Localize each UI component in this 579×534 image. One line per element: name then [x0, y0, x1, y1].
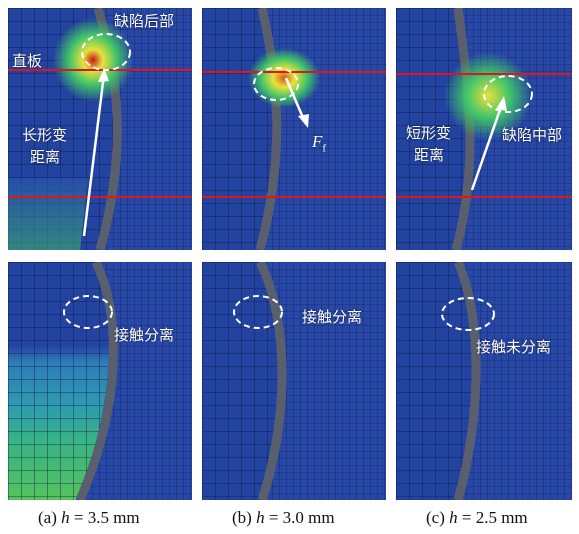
panel-c-bottom: 接触未分离 [396, 262, 572, 500]
mesh-a-top [8, 8, 192, 250]
mesh-c-bottom [396, 262, 572, 500]
panel-a-top: 直板 缺陷后部 长形变 距离 [8, 8, 192, 250]
label-contact-sep-a: 接触分离 [114, 326, 175, 344]
label-force: Ff [312, 132, 326, 158]
panel-b-top: Ff [202, 8, 386, 250]
mesh-b-top [202, 8, 386, 250]
label-defect-rear: 缺陷后部 [114, 12, 175, 30]
caption-c-rest: = 2.5 mm [457, 508, 528, 527]
label-straight-plate: 直板 [12, 52, 43, 70]
caption-c-prefix: (c) [426, 508, 450, 527]
mesh-c-top [396, 8, 572, 250]
label-long-deform-2: 距离 [30, 148, 61, 166]
label-short-deform-2: 距离 [414, 146, 445, 164]
caption-a-rest: = 3.5 mm [69, 508, 140, 527]
caption-b-var: h [256, 508, 265, 527]
panel-c-top: 短形变 距离 缺陷中部 [396, 8, 572, 250]
panel-a-bottom: 接触分离 [8, 262, 192, 500]
label-contact-nosep-c: 接触未分离 [476, 338, 552, 356]
caption-b-prefix: (b) [232, 508, 257, 527]
mesh-b-bottom [202, 262, 386, 500]
caption-c: (c) h = 2.5 mm [426, 508, 528, 528]
caption-c-var: h [449, 508, 458, 527]
force-symbol: F [312, 132, 323, 151]
caption-a-var: h [61, 508, 70, 527]
panel-b-bottom: 接触分离 [202, 262, 386, 500]
label-defect-middle: 缺陷中部 [502, 126, 563, 144]
caption-b: (b) h = 3.0 mm [232, 508, 335, 528]
caption-a: (a) h = 3.5 mm [38, 508, 140, 528]
mesh-a-bottom [8, 262, 192, 500]
caption-b-rest: = 3.0 mm [264, 508, 335, 527]
label-contact-sep-b: 接触分离 [302, 308, 363, 326]
caption-a-prefix: (a) [38, 508, 62, 527]
label-short-deform: 短形变 [406, 124, 452, 142]
force-subscript: f [322, 142, 327, 155]
label-long-deform: 长形变 [22, 126, 68, 144]
